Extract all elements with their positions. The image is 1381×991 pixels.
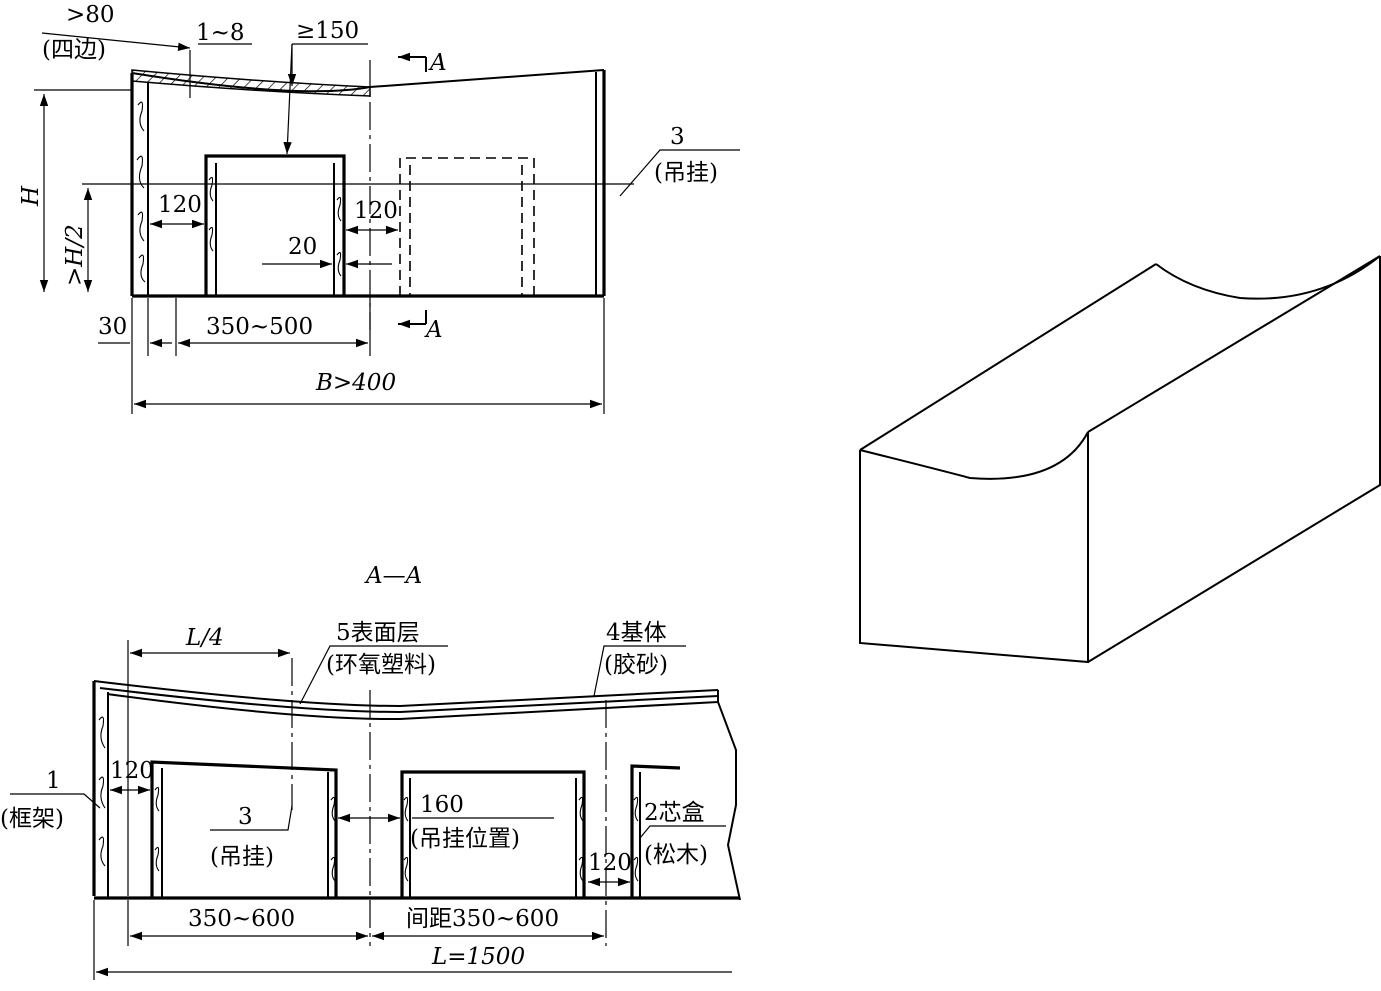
- section-arrow-bottom: [398, 310, 427, 324]
- frame-wood-grain: [136, 101, 146, 283]
- frame-dim-label: 30: [98, 314, 127, 340]
- section-length-part-label: 350~600: [188, 906, 295, 932]
- core-box: [204, 154, 346, 296]
- section-hanger-text: (吊挂): [210, 844, 274, 870]
- section-hanger-leader: [210, 805, 293, 831]
- frame-callout-leader: [10, 793, 101, 809]
- section-core-box-2: [400, 770, 586, 898]
- base-callout-text: (胶砂): [604, 652, 668, 678]
- surface-callout-leader: [299, 645, 448, 705]
- core-callout-text: (松木): [644, 842, 708, 868]
- surface-layer-hatch: [131, 69, 371, 97]
- hang-pos-callout-num: 160: [420, 792, 464, 818]
- section-core-box-1: [150, 760, 338, 898]
- half-height-dim-label: >H/2: [62, 224, 88, 286]
- gap-left-label: 120: [158, 192, 202, 218]
- edge-dim-label: >80: [66, 2, 115, 28]
- gap-right-label: 120: [354, 198, 398, 224]
- section-total-length-label: L=1500: [431, 944, 525, 970]
- core-callout-num: 2芯盒: [644, 800, 705, 826]
- bottom-ext-lines: [131, 298, 605, 414]
- base-callout-leader: [593, 645, 686, 697]
- section-view: A—A: [0, 563, 741, 980]
- surface-callout-num: 5表面层: [336, 620, 420, 646]
- section-mark-top: A: [428, 50, 447, 76]
- box-width-label: 350~500: [206, 314, 313, 340]
- quarter-length-label: L/4: [185, 625, 224, 651]
- coat-dim-label: 1~8: [196, 20, 245, 46]
- section-gap-left-label: 120: [110, 758, 154, 784]
- section-hanger-num: 3: [238, 804, 253, 830]
- section-gap-right-label: 120: [588, 850, 632, 876]
- frame-callout-text: (框架): [0, 806, 64, 832]
- coat-dim-leader: [189, 43, 252, 98]
- top-dim-label: ≥150: [296, 18, 359, 44]
- top-view: A A >80 (四边) 1~8 ≥150 3 (吊挂) H >H/2 120 …: [18, 2, 740, 414]
- hanger-callout-num: 3: [670, 124, 685, 150]
- isometric-block: [859, 255, 1381, 664]
- edge-dim-note: (四边): [42, 37, 106, 63]
- surface-callout-text: (环氧塑料): [326, 652, 436, 678]
- wall-dim-label: 20: [288, 234, 317, 260]
- base-callout-num: 4基体: [606, 620, 667, 646]
- hanger-callout-text: (吊挂): [654, 160, 718, 186]
- edge-dim-line: [41, 32, 191, 51]
- hanger-callout-leader: [619, 149, 740, 197]
- section-spacing-label: 间距350~600: [406, 906, 559, 932]
- section-bottom-ext: [93, 900, 129, 980]
- section-mark-bottom: A: [424, 317, 443, 343]
- section-arrow-top: [398, 57, 427, 72]
- section-core-box-3: [630, 764, 681, 898]
- frame-callout-num: 1: [46, 768, 61, 794]
- top-dim-leader: [287, 43, 368, 154]
- height-dim-label: H: [18, 185, 44, 207]
- next-core-box-hidden: [399, 157, 535, 296]
- hang-pos-callout-text: (吊挂位置): [410, 826, 520, 852]
- section-title: A—A: [364, 563, 422, 589]
- core-callout-leader: [639, 825, 726, 839]
- total-width-label: B>400: [315, 370, 396, 396]
